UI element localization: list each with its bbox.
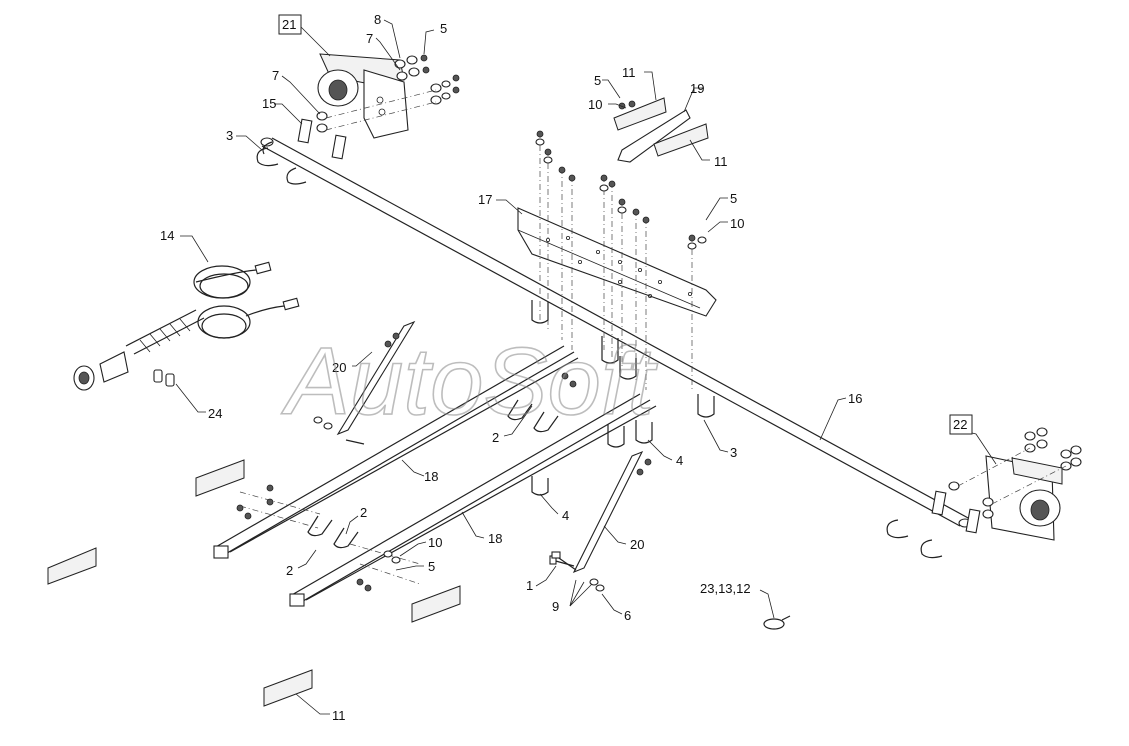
left-u-bolts xyxy=(256,141,307,185)
callout-box-21 xyxy=(278,14,302,35)
callout-4a: 4 xyxy=(676,453,683,468)
sticker-labels xyxy=(47,459,461,707)
callout-21: 21 xyxy=(282,17,296,32)
brace-lower xyxy=(549,450,652,592)
callout-15: 15 xyxy=(262,96,276,111)
callout-6: 6 xyxy=(624,608,631,623)
callouts: 21 8 7 5 7 15 3 11 5 10 19 11 17 5 10 14… xyxy=(160,12,973,723)
callout-18b: 18 xyxy=(488,531,502,546)
callout-9: 9 xyxy=(552,599,559,614)
callout-10c: 10 xyxy=(428,535,442,550)
callout-5d: 5 xyxy=(428,559,435,574)
callout-11a: 11 xyxy=(622,65,636,80)
callout-16: 16 xyxy=(848,391,862,406)
callout-2c: 2 xyxy=(286,563,293,578)
left-lamp-bracket xyxy=(317,53,409,139)
callout-3b: 3 xyxy=(730,445,737,460)
leader-lines xyxy=(175,19,997,715)
callout-5a: 5 xyxy=(440,21,447,36)
callout-20b: 20 xyxy=(630,537,644,552)
callout-box-22 xyxy=(949,414,973,435)
right-u-bolts xyxy=(886,519,943,559)
callout-10b: 10 xyxy=(730,216,744,231)
callout-5b: 5 xyxy=(594,73,601,88)
callout-7a: 7 xyxy=(366,31,373,46)
callout-19: 19 xyxy=(690,81,704,96)
callout-23-13-12: 23,13,12 xyxy=(700,581,751,596)
electrical-cable xyxy=(73,261,300,391)
callout-11b: 11 xyxy=(714,154,728,169)
callout-24: 24 xyxy=(208,406,222,421)
callout-10a: 10 xyxy=(588,97,602,112)
callout-4b: 4 xyxy=(562,508,569,523)
callout-1: 1 xyxy=(526,578,533,593)
callout-7b: 7 xyxy=(272,68,279,83)
watermark: AutoSoft xyxy=(281,328,658,435)
callout-18a: 18 xyxy=(424,469,438,484)
left-washers xyxy=(297,54,460,160)
callout-2b: 2 xyxy=(360,505,367,520)
ring-23 xyxy=(763,615,791,630)
small-fittings-24 xyxy=(153,369,175,387)
bolt-1 xyxy=(551,551,577,571)
rail-u-bolts xyxy=(236,399,559,592)
callout-22: 22 xyxy=(953,417,967,432)
rail-left xyxy=(213,345,579,559)
callout-14: 14 xyxy=(160,228,174,243)
brace-upper xyxy=(313,320,416,445)
small-bracket-19 xyxy=(613,97,709,163)
callout-5c: 5 xyxy=(730,191,737,206)
callout-8: 8 xyxy=(374,12,381,27)
center-u-bolts xyxy=(531,300,715,496)
center-bolts xyxy=(535,130,707,392)
callout-20a: 20 xyxy=(332,360,346,375)
callout-2a: 2 xyxy=(492,430,499,445)
rail-right xyxy=(289,393,657,607)
callout-3a: 3 xyxy=(226,128,233,143)
callout-17: 17 xyxy=(478,192,492,207)
callout-11c: 11 xyxy=(332,708,346,723)
right-lamp-bracket xyxy=(931,427,1082,541)
axle-tube xyxy=(260,137,972,528)
